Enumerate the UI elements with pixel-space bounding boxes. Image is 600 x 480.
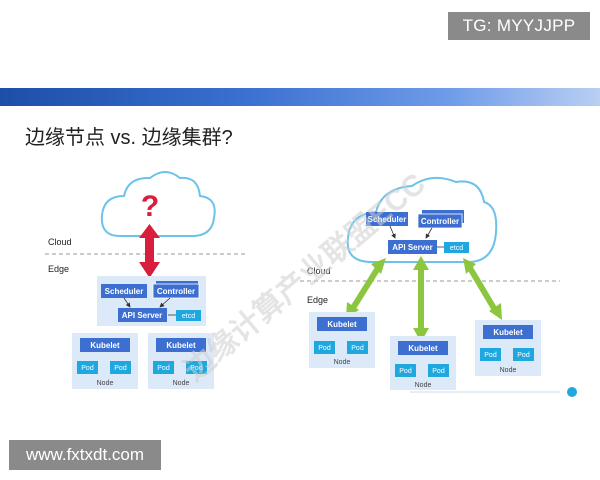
kubelet-label: Kubelet: [493, 328, 523, 337]
question-mark: ?: [141, 190, 159, 223]
left-cloud: [100, 171, 216, 237]
kubelet-label: Kubelet: [408, 344, 438, 353]
left-etcd-label: etcd: [182, 313, 195, 320]
bottom-corner-label: www.fxtxdt.com: [9, 440, 161, 470]
kubelet-label: Kubelet: [90, 341, 120, 350]
left-cloud-label: Cloud: [48, 237, 72, 247]
right-edge-label: Edge: [307, 295, 328, 305]
left-scheduler-label: Scheduler: [105, 287, 144, 296]
node-label: Node: [334, 359, 351, 366]
pod-label: Pod: [114, 365, 127, 372]
header-banner: [0, 88, 600, 106]
left-node-1: Kubelet Pod Pod Node: [72, 333, 138, 389]
left-edge-label: Edge: [48, 264, 69, 274]
right-scheduler-label: Scheduler: [368, 215, 407, 224]
right-api-server-box: [388, 240, 437, 254]
node-label: Node: [97, 380, 114, 387]
right-controller-box: [417, 213, 463, 229]
top-corner-label: TG: MYYJJPP: [448, 12, 590, 40]
pod-label: Pod: [399, 368, 412, 375]
pod-label: Pod: [190, 365, 203, 372]
right-cloud-label: Cloud: [307, 266, 331, 276]
pod-label: Pod: [351, 345, 364, 352]
node-label: Node: [500, 367, 517, 374]
kubelet-label: Kubelet: [166, 341, 196, 350]
right-controller-label: Controller: [421, 217, 459, 226]
pod-label: Pod: [432, 368, 445, 375]
pod-label: Pod: [318, 345, 331, 352]
pod-label: Pod: [157, 365, 170, 372]
corner-dot: [567, 387, 577, 397]
left-node-2: Kubelet Pod Pod Node: [148, 333, 214, 389]
left-controller-box: [152, 283, 200, 299]
left-controller-label: Controller: [157, 287, 195, 296]
left-etcd-box: [176, 310, 201, 321]
right-node-1: Kubelet Pod Pod Node: [309, 312, 375, 368]
pod-label: Pod: [517, 352, 530, 359]
pod-label: Pod: [81, 365, 94, 372]
kubelet-label: Kubelet: [327, 320, 357, 329]
node-label: Node: [415, 382, 432, 389]
right-etcd-box: [444, 242, 469, 253]
right-etcd-label: etcd: [450, 245, 463, 252]
left-api-server-box: [118, 308, 167, 322]
right-node-3: Kubelet Pod Pod Node: [475, 320, 541, 376]
left-bidirectional-arrow: [139, 224, 160, 278]
right-scheduler-box: [366, 212, 408, 226]
node-label: Node: [173, 380, 190, 387]
pod-label: Pod: [484, 352, 497, 359]
slide-title: 边缘节点 vs. 边缘集群?: [25, 127, 233, 149]
left-scheduler-box: [101, 284, 147, 298]
left-api-server-label: API Server: [122, 311, 162, 320]
right-node-2: Kubelet Pod Pod Node: [390, 336, 456, 390]
right-api-server-label: API Server: [392, 243, 432, 252]
